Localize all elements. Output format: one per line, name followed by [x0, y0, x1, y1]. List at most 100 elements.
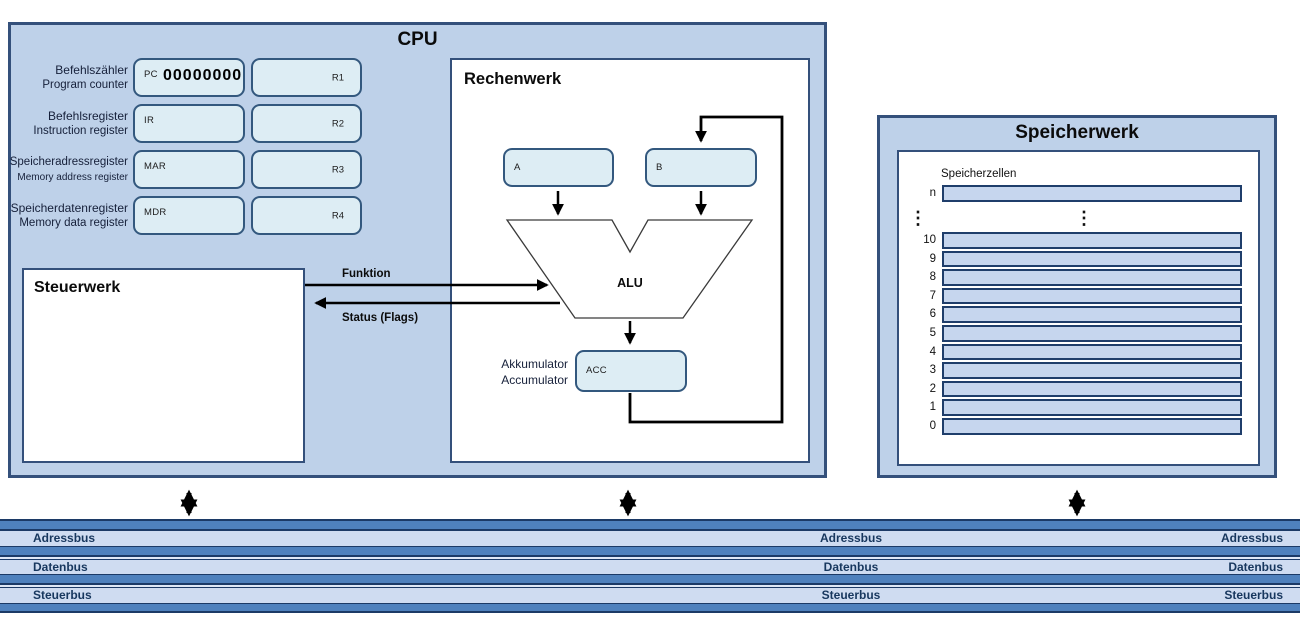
register-r3-code: R3: [331, 164, 344, 175]
memory-row-0: 0: [900, 417, 1242, 435]
register-r4: R4: [251, 196, 362, 235]
register-ir-code: IR: [144, 115, 155, 126]
memory-cell: [942, 287, 1242, 305]
adressbus-label-right: Adressbus: [1220, 531, 1283, 545]
memory-row-label: 9: [929, 252, 936, 265]
alu-label: ALU: [617, 276, 643, 290]
register-r1-code: R1: [331, 72, 344, 83]
register-mdr-code: MDR: [144, 207, 167, 218]
steuerwerk-box: [22, 268, 305, 463]
memory-cell-n: [942, 185, 1242, 202]
register-r4-code: R4: [331, 210, 344, 221]
register-label-mdr-en: Memory data register: [19, 216, 128, 229]
memory-cell: [942, 417, 1242, 435]
datenbus-label-left: Datenbus: [33, 559, 88, 574]
memory-row-6: 6: [900, 306, 1242, 323]
alu-operand-b-register: B: [645, 148, 757, 187]
steuerwerk-title: Steuerwerk: [34, 279, 121, 296]
memory-cell: [942, 399, 1242, 416]
memory-row-3: 3: [900, 362, 1242, 379]
memory-row-label: 7: [929, 289, 936, 302]
memory-cell: [942, 250, 1242, 268]
steuerbus-label-left: Steuerbus: [33, 588, 92, 603]
register-ir: IR: [133, 104, 245, 143]
memory-row-5: 5: [900, 324, 1242, 342]
register-mar: MAR: [133, 150, 245, 189]
register-r3: R3: [251, 150, 362, 189]
datenbus-label-right: Datenbus: [1228, 559, 1283, 574]
memory-row-label: 8: [929, 271, 936, 284]
register-label-mar-de: Speicheradressregister: [9, 155, 128, 168]
memory-row-label: 1: [929, 401, 936, 414]
steuerbus-label-center: Steuerbus: [821, 588, 881, 603]
accumulator-code: ACC: [586, 365, 607, 376]
register-label-ir-en: Instruction register: [33, 124, 128, 137]
accumulator-label-en: Accumulator: [501, 372, 568, 387]
memory-cell: [942, 324, 1242, 342]
accumulator-register: ACC: [575, 350, 687, 392]
register-pc-code: PC: [144, 69, 158, 80]
memory-row-9: 9: [900, 250, 1242, 268]
memory-ellipsis-left: ⋮: [909, 208, 927, 228]
memory-row-10: 10: [900, 232, 1242, 249]
datenbus-strip-bottom: [0, 575, 1300, 583]
datenbus-band: Datenbus Datenbus Datenbus: [0, 560, 1300, 574]
accumulator-label-de: Akkumulator: [501, 357, 568, 371]
adressbus-strip-top: [0, 521, 1300, 529]
memory-cell: [942, 269, 1242, 286]
memory-row-1: 1: [900, 399, 1242, 416]
register-r2-code: R2: [331, 118, 344, 129]
alu-operand-a-code: A: [514, 162, 521, 173]
accumulator-label: Akkumulator Accumulator: [438, 357, 568, 388]
memory-row-4: 4: [900, 343, 1242, 361]
memory-row-label: 10: [923, 234, 936, 246]
datenbus-label-center: Datenbus: [823, 559, 879, 574]
register-label-mar-en: Memory address register: [17, 171, 128, 183]
register-pc: PC 00000000: [133, 58, 245, 97]
memory-cell: [942, 362, 1242, 379]
adressbus-strip-bottom: [0, 547, 1300, 555]
memory-row-label: 2: [929, 382, 936, 395]
adressbus-label-center: Adressbus: [819, 531, 883, 545]
memory-cells-list: 10 9 8 7 6 5 4 3 2 1 0: [900, 232, 1242, 435]
memory-row-label: 6: [929, 308, 936, 321]
register-label-ir-de: Befehlsregister: [47, 108, 128, 123]
memory-row-label: 5: [929, 326, 936, 339]
register-r1: R1: [251, 58, 362, 97]
memory-cell: [942, 380, 1242, 398]
register-label-mar: Speicheradressregister Memory address re…: [0, 150, 128, 189]
register-label-mdr-de: Speicherdatenregister: [10, 200, 128, 215]
register-label-pc: Befehlszähler Program counter: [0, 58, 128, 97]
memory-row-label: 3: [929, 364, 936, 377]
register-pc-value: 00000000: [163, 67, 243, 84]
adressbus-label-left: Adressbus: [33, 531, 96, 545]
bus-stack: Adressbus Adressbus Adressbus Datenbus D…: [0, 519, 1300, 613]
register-mdr: MDR: [133, 196, 245, 235]
memory-row-label: 0: [929, 419, 936, 432]
rechenwerk-box: [450, 58, 810, 463]
speicherwerk-title: Speicherwerk: [1015, 122, 1139, 143]
memory-cell: [942, 306, 1242, 323]
memory-row-8: 8: [900, 269, 1242, 286]
alu-operand-b-code: B: [656, 162, 663, 173]
register-label-mdr: Speicherdatenregister Memory data regist…: [0, 196, 128, 235]
memory-cell: [942, 232, 1242, 249]
memory-ellipsis-center: ⋮: [1075, 208, 1093, 228]
cpu-title: CPU: [397, 29, 438, 50]
status-flags-signal-label: Status (Flags): [342, 312, 419, 324]
memory-row-2: 2: [900, 380, 1242, 398]
rechenwerk-title: Rechenwerk: [464, 70, 562, 88]
steuerbus-strip-bottom: [0, 604, 1300, 611]
steuerbus-band: Steuerbus Steuerbus Steuerbus: [0, 588, 1300, 603]
register-label-ir: Befehlsregister Instruction register: [0, 104, 128, 143]
memory-row-7: 7: [900, 287, 1242, 305]
adressbus-band: Adressbus Adressbus Adressbus: [0, 530, 1300, 546]
register-mar-code: MAR: [144, 161, 167, 172]
memory-cell: [942, 343, 1242, 361]
memory-row-label: 4: [929, 345, 936, 358]
memory-row-label-n: n: [929, 187, 936, 199]
register-label-pc-de: Befehlszähler: [55, 62, 128, 77]
funktion-signal-label: Funktion: [342, 268, 391, 280]
register-label-pc-en: Program counter: [42, 78, 128, 91]
